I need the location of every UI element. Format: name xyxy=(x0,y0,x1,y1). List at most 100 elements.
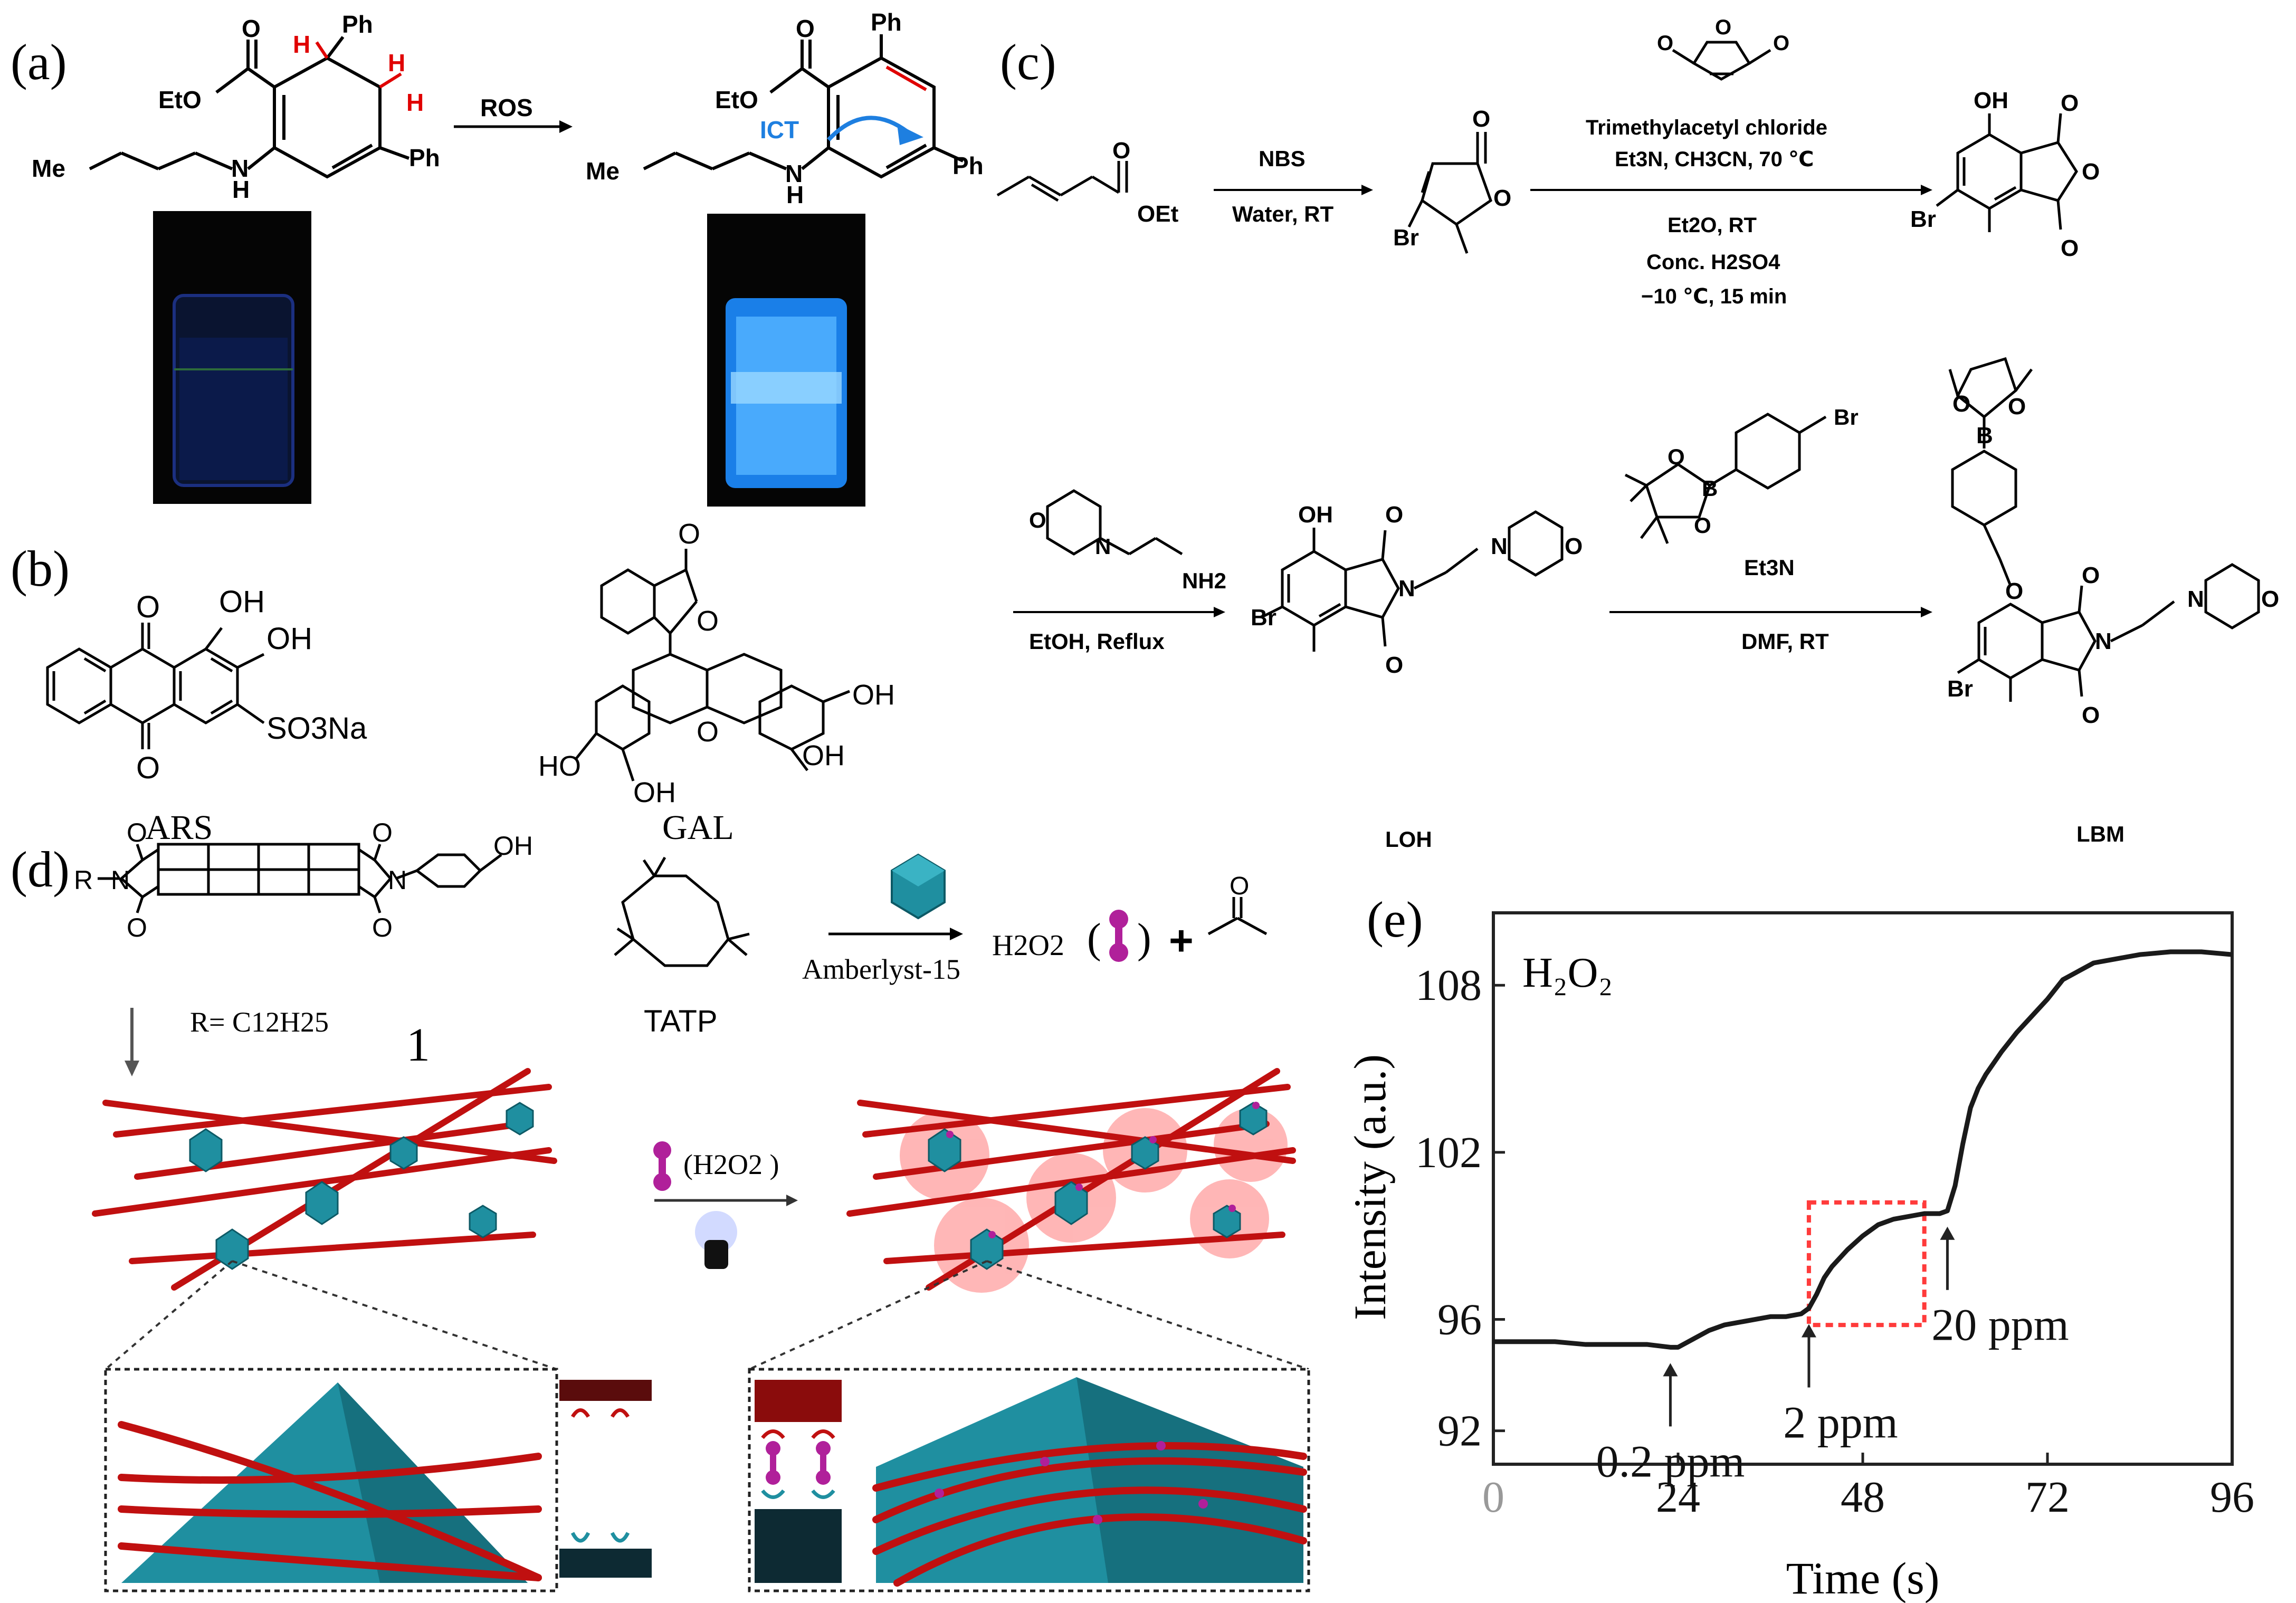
loh-labels: OH O N O Br N O xyxy=(1251,502,1583,678)
acetone-structure xyxy=(1207,897,1268,936)
gal-structure xyxy=(574,549,850,781)
svg-text:Br: Br xyxy=(1251,605,1276,631)
y-tick-label: 92 xyxy=(1437,1407,1482,1456)
uv-arrow: (H2O2 ) xyxy=(653,1141,798,1269)
benzyl-bpin-labels: Br B O O xyxy=(1668,405,1859,538)
svg-text:NBS: NBS xyxy=(1259,146,1306,171)
benzyl-bpin-structure xyxy=(1624,413,1827,544)
reactant-labels: Ph H H Ph O EtO N H Me xyxy=(32,11,440,203)
svg-text:O: O xyxy=(2261,586,2279,612)
intensity-line xyxy=(1493,949,2233,1350)
x-tick-label: 0 xyxy=(1482,1473,1504,1522)
svg-text:N: N xyxy=(1398,576,1415,602)
phthalic-anhydride-labels: OH O O O Br xyxy=(1910,88,2100,261)
svg-text:): ) xyxy=(1137,915,1151,962)
zoom-box-before xyxy=(104,1368,652,1592)
svg-text:OH: OH xyxy=(1298,502,1333,528)
pdi-structure xyxy=(98,843,502,913)
svg-text:N: N xyxy=(2187,586,2204,612)
svg-text:O: O xyxy=(136,590,160,624)
fiber-network-after xyxy=(846,1068,1296,1293)
panel-e-label: (e) xyxy=(1367,891,1423,948)
plot-frame xyxy=(1492,911,2234,1466)
svg-text:O: O xyxy=(1668,444,1685,469)
svg-text:Me: Me xyxy=(586,157,620,185)
svg-text:Conc. H2SO4: Conc. H2SO4 xyxy=(1646,251,1780,274)
y-tick-label: 102 xyxy=(1415,1128,1482,1177)
y-tick-label: 96 xyxy=(1437,1295,1482,1344)
svg-text:O: O xyxy=(1385,652,1403,678)
svg-text:N: N xyxy=(1491,533,1508,559)
svg-text:N: N xyxy=(1095,534,1111,559)
x-tick-label: 24 xyxy=(1656,1473,1700,1522)
lbm-structure xyxy=(1948,357,2260,702)
ars-structure xyxy=(46,623,265,749)
svg-text:O: O xyxy=(2082,562,2100,588)
lbm-name: LBM xyxy=(2076,822,2124,846)
svg-text:O: O xyxy=(372,818,393,847)
panel-b-label: (b) xyxy=(11,540,70,597)
product-structure xyxy=(643,34,964,179)
ars-name: ARS xyxy=(145,808,213,847)
tatp-structure xyxy=(614,856,750,967)
h-mark-extra: H xyxy=(406,89,424,116)
morpholine-amine-labels: O N NH2 xyxy=(1029,508,1226,593)
svg-text:EtOH, Reflux: EtOH, Reflux xyxy=(1029,629,1165,654)
svg-text:Ph: Ph xyxy=(952,152,984,179)
svg-text:O: O xyxy=(697,716,719,748)
panel-b: (b) O O OH OH SO3Na ARS xyxy=(11,518,895,847)
ict-label: ICT xyxy=(760,116,799,144)
y-axis-title: Intensity (a.u.) xyxy=(1345,1054,1395,1320)
gal-labels: O O O OH OH HO OH xyxy=(538,518,895,808)
arrow-alkylation: Et3N DMF, RT xyxy=(1609,555,1932,654)
svg-text:EtO: EtO xyxy=(715,86,758,113)
annotation-label: 0.2 ppm xyxy=(1596,1436,1745,1486)
svg-text:O: O xyxy=(2005,578,2023,604)
svg-text:N: N xyxy=(111,865,130,895)
annotation-arrowhead xyxy=(1663,1363,1678,1377)
annotation-arrowhead xyxy=(1940,1226,1955,1240)
svg-text:OH: OH xyxy=(493,831,533,861)
svg-text:Ph: Ph xyxy=(409,144,440,171)
svg-text:Br: Br xyxy=(1947,676,1973,702)
panel-a-label: (a) xyxy=(11,34,67,90)
svg-text:EtO: EtO xyxy=(158,86,202,113)
svg-text:O: O xyxy=(1657,32,1673,55)
svg-text:OH: OH xyxy=(802,740,845,771)
svg-text:O: O xyxy=(2061,90,2079,116)
svg-text:O: O xyxy=(1715,16,1731,39)
svg-text:O: O xyxy=(136,751,160,785)
ros-label: ROS xyxy=(480,94,533,121)
svg-text:N: N xyxy=(2095,628,2112,654)
svg-text:N: N xyxy=(388,865,407,895)
ros-arrow: ROS xyxy=(454,94,573,133)
h2o2-molecule-icon: ( ) xyxy=(1087,910,1151,962)
svg-text:Me: Me xyxy=(32,155,65,182)
svg-text:OEt: OEt xyxy=(1137,201,1179,227)
annotation-label: 20 ppm xyxy=(1931,1300,2069,1350)
tatp-name: TATP xyxy=(644,1004,718,1038)
compound-number: 1 xyxy=(406,1019,430,1071)
svg-text:O: O xyxy=(1385,502,1403,528)
svg-text:N: N xyxy=(231,155,249,182)
down-arrow xyxy=(125,1008,139,1076)
h2o2-condition: (H2O2 ) xyxy=(683,1149,779,1180)
svg-text:O: O xyxy=(372,913,393,942)
svg-text:O: O xyxy=(1029,508,1046,532)
svg-text:O: O xyxy=(2082,159,2100,185)
ars-labels: O O OH OH SO3Na xyxy=(136,585,367,785)
svg-text:O: O xyxy=(1565,533,1583,559)
svg-text:Br: Br xyxy=(1834,405,1859,430)
svg-text:O: O xyxy=(1694,513,1711,538)
product-labels: Ph Ph O EtO N H Me ICT xyxy=(586,8,984,208)
morpholine-amine-structure xyxy=(1046,489,1183,556)
svg-text:H: H xyxy=(388,49,405,77)
r-definition: R= C12H25 xyxy=(190,1006,329,1038)
svg-text:Water, RT: Water, RT xyxy=(1232,202,1333,226)
svg-text:O: O xyxy=(127,818,147,847)
svg-text:R: R xyxy=(74,865,93,895)
loh-structure xyxy=(1260,510,1564,652)
svg-text:O: O xyxy=(1773,32,1789,55)
